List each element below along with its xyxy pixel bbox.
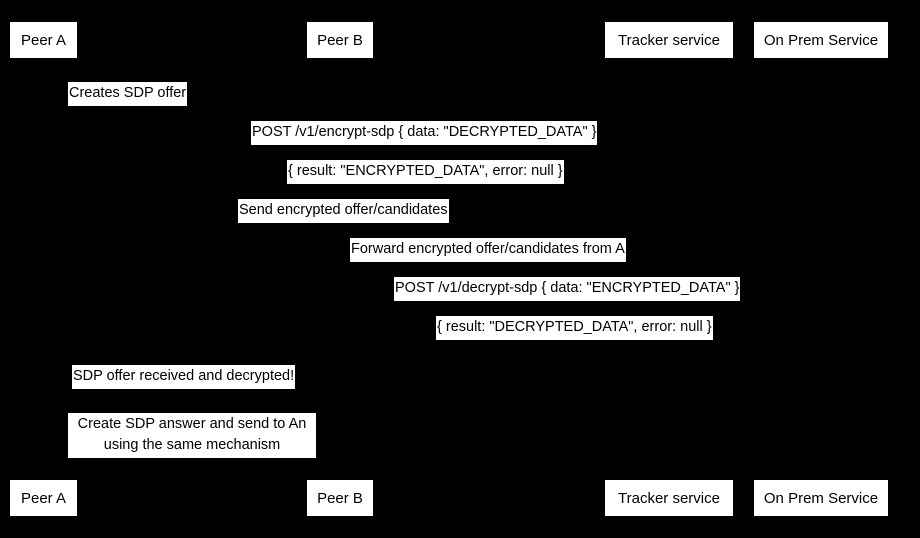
message-label-decrypt-sdp-result: { result: "DECRYPTED_DATA", error: null … xyxy=(436,316,713,340)
note-create-sdp-answer: Create SDP answer and send to An using t… xyxy=(68,413,316,458)
participant-label: Peer A xyxy=(20,489,67,507)
participant-box-tracker-service-bottom[interactable]: Tracker service xyxy=(605,480,733,516)
lifeline-peer-a xyxy=(43,58,44,480)
participant-box-on-prem-service-bottom[interactable]: On Prem Service xyxy=(754,480,888,516)
participant-label: Tracker service xyxy=(618,489,720,507)
participant-box-peer-a-bottom[interactable]: Peer A xyxy=(10,480,77,516)
lifeline-peer-b xyxy=(340,58,341,480)
participant-label: Peer B xyxy=(317,31,363,49)
participant-box-peer-a-top[interactable]: Peer A xyxy=(10,22,77,58)
participant-label: On Prem Service xyxy=(763,489,879,507)
lifeline-tracker-service xyxy=(669,58,670,480)
participant-label: Peer A xyxy=(20,31,67,49)
message-label-encrypt-sdp-result: { result: "ENCRYPTED_DATA", error: null … xyxy=(287,160,564,184)
message-label-post-decrypt-sdp: POST /v1/decrypt-sdp { data: "ENCRYPTED_… xyxy=(394,277,741,301)
message-label-creates-sdp-offer: Creates SDP offer xyxy=(68,82,188,106)
message-label-post-encrypt-sdp: POST /v1/encrypt-sdp { data: "DECRYPTED_… xyxy=(251,121,598,145)
participant-box-on-prem-service-top[interactable]: On Prem Service xyxy=(754,22,888,58)
message-label-sdp-offer-received: SDP offer received and decrypted! xyxy=(72,365,296,389)
lifeline-on-prem-service xyxy=(821,58,822,480)
message-label-forward-encrypted-offer: Forward encrypted offer/candidates from … xyxy=(350,238,626,262)
message-label-send-encrypted-offer: Send encrypted offer/candidates xyxy=(238,199,449,223)
participant-label: On Prem Service xyxy=(763,31,879,49)
participant-box-peer-b-bottom[interactable]: Peer B xyxy=(307,480,373,516)
participant-box-tracker-service-top[interactable]: Tracker service xyxy=(605,22,733,58)
participant-label: Tracker service xyxy=(618,31,720,49)
participant-label: Peer B xyxy=(317,489,363,507)
participant-box-peer-b-top[interactable]: Peer B xyxy=(307,22,373,58)
